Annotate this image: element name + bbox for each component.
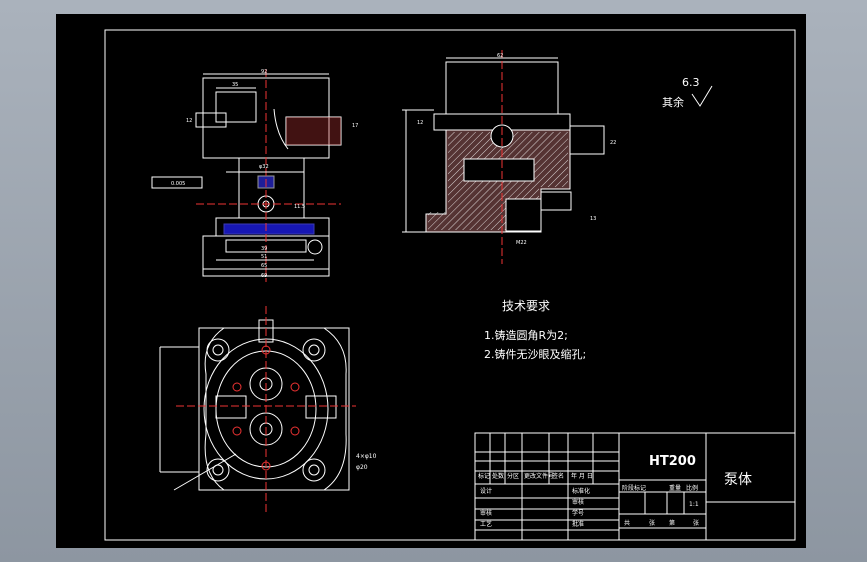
top-left-view [151, 69, 342, 282]
svg-text:重量: 重量 [669, 484, 681, 492]
svg-text:12: 12 [417, 120, 423, 126]
svg-text:其余: 其余 [662, 95, 684, 109]
tech-req-title: 技术要求 [502, 299, 550, 313]
svg-text:92: 92 [261, 69, 267, 75]
svg-text:学号: 学号 [572, 509, 584, 517]
svg-text:13: 13 [590, 216, 596, 222]
drawing-frame [104, 29, 796, 541]
top-right-labels: 62 12 22 13 M22 [417, 53, 616, 246]
svg-text:6.3: 6.3 [682, 76, 700, 89]
svg-text:51: 51 [261, 254, 267, 260]
bottom-view-holes [232, 345, 300, 471]
svg-text:处数: 处数 [492, 472, 504, 480]
svg-text:69: 69 [261, 273, 267, 279]
svg-text:62: 62 [497, 53, 503, 59]
svg-text:φ20: φ20 [356, 464, 368, 471]
svg-text:22: 22 [610, 140, 616, 146]
title-block [474, 432, 796, 541]
svg-text:签名: 签名 [552, 472, 564, 480]
part-name-label: 泵体 [724, 472, 752, 488]
svg-text:年 月 日: 年 月 日 [571, 472, 593, 480]
svg-text:65: 65 [261, 263, 267, 269]
svg-text:4×φ10: 4×φ10 [356, 453, 377, 460]
svg-text:35: 35 [232, 82, 238, 88]
svg-text:M22: M22 [516, 240, 527, 246]
tech-req-item: 1.铸造圆角R为2; [484, 328, 568, 342]
tech-req-item: 2.铸件无沙眼及缩孔; [484, 347, 586, 361]
svg-text:标记: 标记 [478, 472, 490, 480]
drawing-sheet: 92 35 12 17 φ32 11.5 39 51 65 69 0.005 6… [56, 14, 806, 548]
svg-text:设计: 设计 [480, 487, 492, 495]
svg-text:批准: 批准 [572, 520, 584, 528]
svg-text:阶段标记: 阶段标记 [622, 484, 646, 492]
svg-text:第: 第 [669, 519, 675, 527]
svg-text:比例: 比例 [686, 484, 698, 492]
title-block-labels: HT200 泵体 标记 处数 分区 更改文件号 签名 年 月 日 设计 审核 工… [478, 454, 752, 528]
technical-requirements: 技术要求 1.铸造圆角R为2; 2.铸件无沙眼及缩孔; [484, 299, 586, 361]
svg-text:39: 39 [261, 246, 267, 252]
top-right-view [402, 50, 605, 264]
bottom-view [159, 306, 356, 514]
top-left-labels: 92 35 12 17 φ32 11.5 39 51 65 69 0.005 [171, 69, 358, 279]
svg-text:0.005: 0.005 [171, 181, 185, 187]
material-label: HT200 [649, 454, 696, 469]
svg-text:审核: 审核 [480, 509, 492, 517]
svg-text:标准化: 标准化 [572, 487, 590, 495]
svg-text:更改文件号: 更改文件号 [524, 472, 554, 480]
svg-text:1:1: 1:1 [689, 501, 699, 508]
svg-text:工艺: 工艺 [480, 520, 492, 528]
bottom-view-labels: 4×φ10 φ20 [356, 453, 377, 471]
svg-text:张: 张 [649, 519, 655, 527]
svg-text:11.5: 11.5 [294, 204, 305, 210]
svg-text:张: 张 [693, 519, 699, 527]
svg-text:17: 17 [352, 123, 358, 129]
svg-text:审核: 审核 [572, 498, 584, 506]
surface-finish-symbol: 6.3 其余 [662, 76, 713, 109]
drawing-canvas: 92 35 12 17 φ32 11.5 39 51 65 69 0.005 6… [104, 29, 796, 541]
svg-text:分区: 分区 [507, 472, 519, 480]
svg-text:φ32: φ32 [259, 164, 269, 170]
svg-text:12: 12 [186, 118, 192, 124]
svg-text:共: 共 [624, 519, 630, 527]
